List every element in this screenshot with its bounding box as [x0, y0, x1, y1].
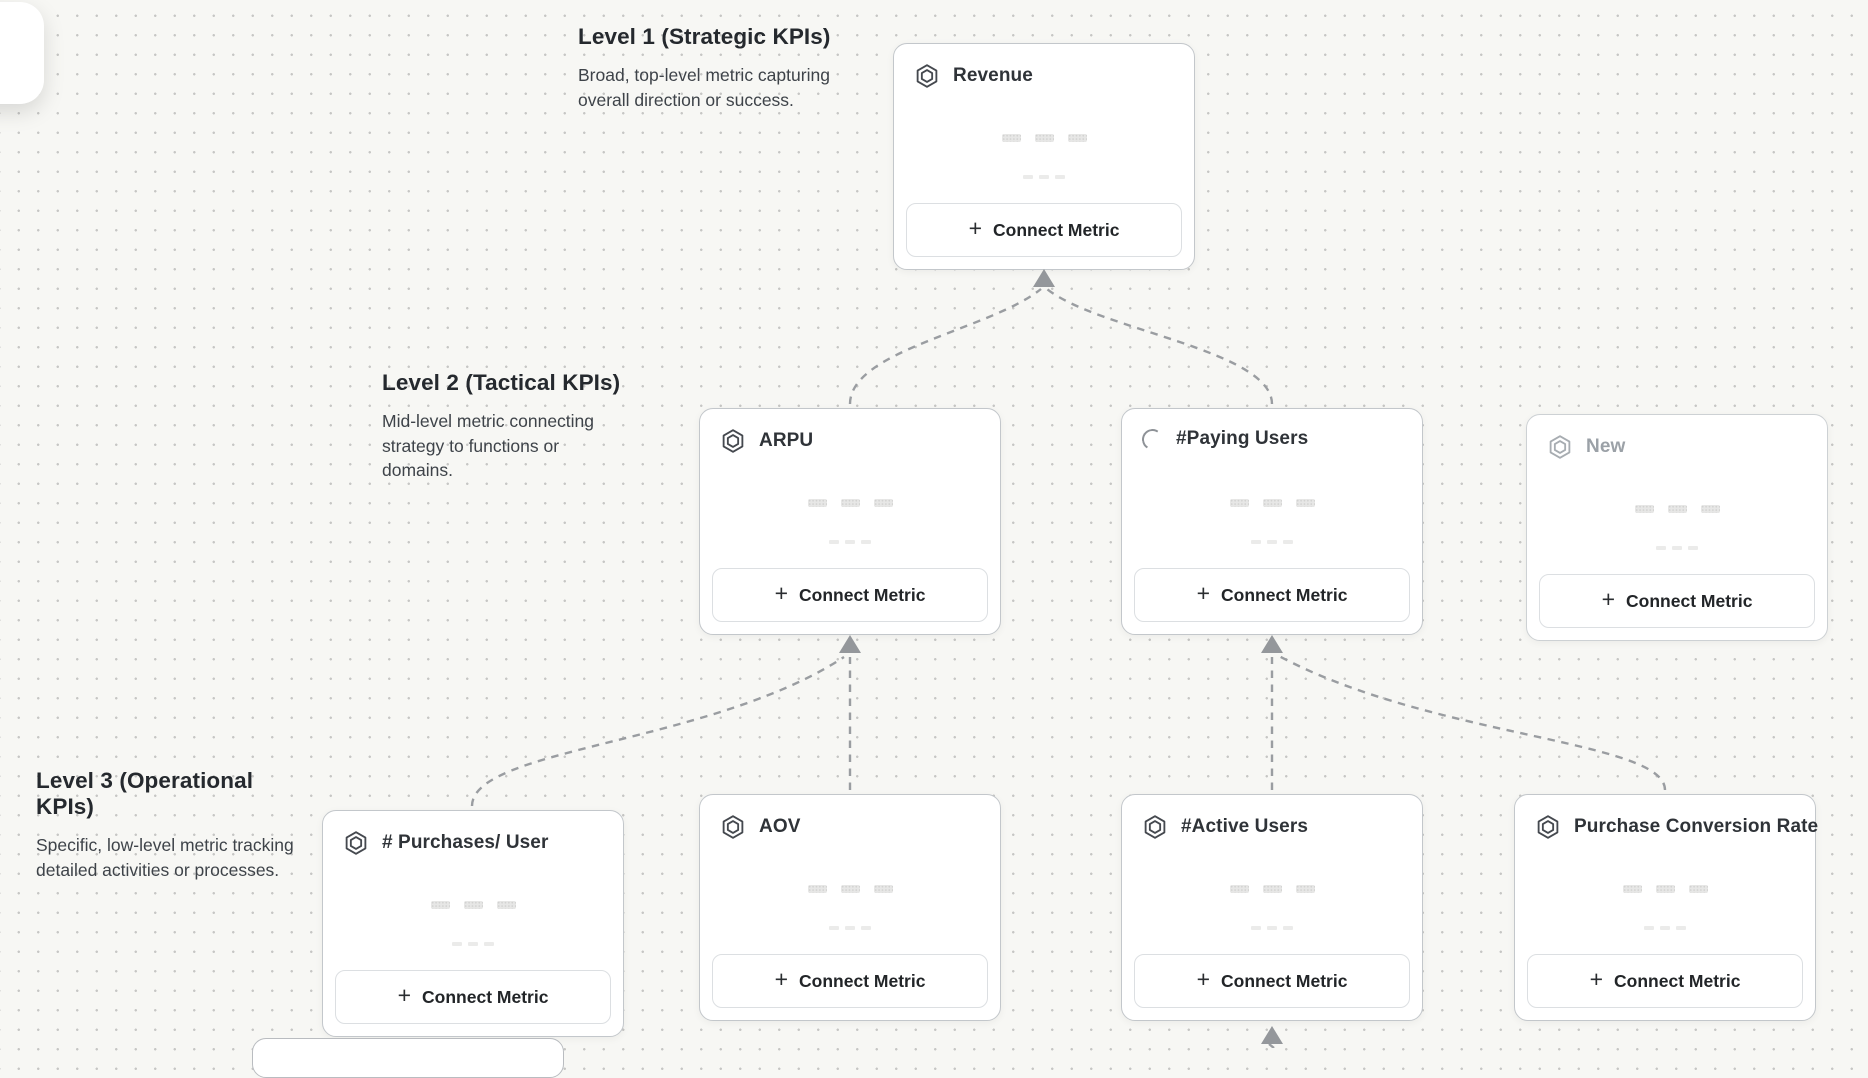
level-title: Level 1 (Strategic KPIs) [578, 24, 831, 49]
level-description: Mid-level metric connecting strategy to … [382, 411, 595, 480]
arrowhead-into-activeusers [1261, 1026, 1283, 1044]
skeleton-placeholder [1122, 499, 1422, 507]
arrowhead-into-arpu [839, 635, 861, 653]
connect-metric-label: Connect Metric [993, 219, 1120, 240]
connect-metric-button[interactable]: + Connect Metric [1527, 954, 1803, 1008]
connect-metric-label: Connect Metric [1221, 584, 1348, 605]
connect-metric-button[interactable]: + Connect Metric [712, 568, 988, 622]
skeleton-placeholder [700, 885, 1000, 893]
metric-card-partial-bottom[interactable] [252, 1038, 564, 1078]
level-1-heading: Level 1 (Strategic KPIs) Broad, top-leve… [578, 24, 836, 112]
skeleton-placeholder [1122, 885, 1422, 893]
metric-hexagon-icon [914, 63, 940, 89]
card-title: Revenue [953, 65, 1033, 86]
plus-icon: + [1601, 586, 1616, 612]
plus-icon: + [1196, 580, 1211, 606]
card-title: #Paying Users [1176, 428, 1309, 449]
skeleton-placeholder [1122, 540, 1422, 544]
card-title: ARPU [759, 430, 814, 451]
connect-metric-label: Connect Metric [799, 970, 926, 991]
skeleton-placeholder [894, 175, 1194, 179]
plus-icon: + [968, 215, 983, 241]
card-title: Purchase Conversion Rate [1574, 816, 1819, 837]
skeleton-placeholder [323, 942, 623, 946]
card-header: AOV [700, 795, 1000, 840]
card-title: New [1586, 436, 1626, 457]
connector-arpu-to-revenue [848, 288, 1042, 405]
metric-card-active-users[interactable]: #Active Users + Connect Metric [1121, 794, 1423, 1021]
metric-card-paying-users[interactable]: #Paying Users + Connect Metric [1121, 408, 1423, 635]
metric-hexagon-icon [720, 428, 746, 454]
connect-metric-button[interactable]: + Connect Metric [335, 970, 611, 1024]
connector-conversionrate-to-payingusers [1278, 654, 1667, 791]
plus-icon: + [397, 982, 412, 1008]
card-title: # Purchases/ User [382, 832, 549, 853]
metric-hexagon-icon [1547, 434, 1573, 460]
connect-metric-button[interactable]: + Connect Metric [1539, 574, 1815, 628]
skeleton-placeholder [323, 901, 623, 909]
level-3-heading: Level 3 (Operational KPIs) Specific, low… [36, 768, 308, 882]
skeleton-placeholder [700, 926, 1000, 930]
connect-metric-label: Connect Metric [799, 584, 926, 605]
skeleton-placeholder [894, 134, 1194, 142]
level-description: Broad, top-level metric capturing overal… [578, 65, 830, 110]
card-header: Purchase Conversion Rate [1515, 795, 1819, 840]
skeleton-placeholder [1527, 505, 1827, 513]
metric-hexagon-icon [1535, 814, 1561, 840]
connect-metric-button[interactable]: + Connect Metric [1134, 568, 1410, 622]
skeleton-placeholder [700, 499, 1000, 507]
metric-card-new[interactable]: New + Connect Metric [1526, 414, 1828, 641]
card-header: # Purchases/ User [323, 811, 623, 856]
floating-toolbar[interactable] [0, 2, 44, 104]
card-header: ARPU [700, 409, 1000, 454]
connector-offscreen-to-activeusers [1268, 1043, 1275, 1048]
plus-icon: + [774, 580, 789, 606]
skeleton-placeholder [1515, 926, 1815, 930]
plus-icon: + [774, 966, 789, 992]
skeleton-placeholder [1515, 885, 1815, 893]
card-title: #Active Users [1181, 816, 1308, 837]
metric-card-purchases-per-user[interactable]: # Purchases/ User + Connect Metric [322, 810, 624, 1037]
metric-card-revenue[interactable]: Revenue + Connect Metric [893, 43, 1195, 270]
card-header: Revenue [894, 44, 1194, 89]
level-title: Level 3 (Operational KPIs) [36, 768, 254, 819]
metric-card-arpu[interactable]: ARPU + Connect Metric [699, 408, 1001, 635]
connect-metric-button[interactable]: + Connect Metric [906, 203, 1182, 257]
card-title: AOV [759, 816, 801, 837]
metric-hexagon-icon [343, 830, 369, 856]
card-header: #Active Users [1122, 795, 1422, 840]
metric-hexagon-icon [720, 814, 746, 840]
level-title: Level 2 (Tactical KPIs) [382, 370, 621, 395]
connector-purchases-to-arpu [470, 655, 845, 807]
plus-icon: + [1196, 966, 1211, 992]
plus-icon: + [1589, 966, 1604, 992]
skeleton-placeholder [1527, 546, 1827, 550]
level-description: Specific, low-level metric tracking deta… [36, 835, 294, 880]
connect-metric-label: Connect Metric [1626, 590, 1753, 611]
connect-metric-label: Connect Metric [422, 986, 549, 1007]
arrowhead-into-revenue [1033, 269, 1055, 287]
level-2-heading: Level 2 (Tactical KPIs) Mid-level metric… [382, 370, 634, 483]
connector-payingusers-to-revenue [1046, 288, 1274, 405]
skeleton-placeholder [700, 540, 1000, 544]
card-header: New [1527, 415, 1827, 460]
card-header: #Paying Users [1122, 409, 1422, 452]
metric-card-purchase-conversion-rate[interactable]: Purchase Conversion Rate + Connect Metri… [1514, 794, 1819, 1021]
connect-metric-button[interactable]: + Connect Metric [1134, 954, 1410, 1008]
metric-hexagon-icon [1142, 814, 1168, 840]
loading-spinner-icon [1140, 426, 1165, 452]
skeleton-placeholder [1122, 926, 1422, 930]
arrowhead-into-payingusers [1261, 635, 1283, 653]
metric-card-aov[interactable]: AOV + Connect Metric [699, 794, 1001, 1021]
connect-metric-label: Connect Metric [1221, 970, 1348, 991]
connect-metric-button[interactable]: + Connect Metric [712, 954, 988, 1008]
connect-metric-label: Connect Metric [1614, 970, 1741, 991]
